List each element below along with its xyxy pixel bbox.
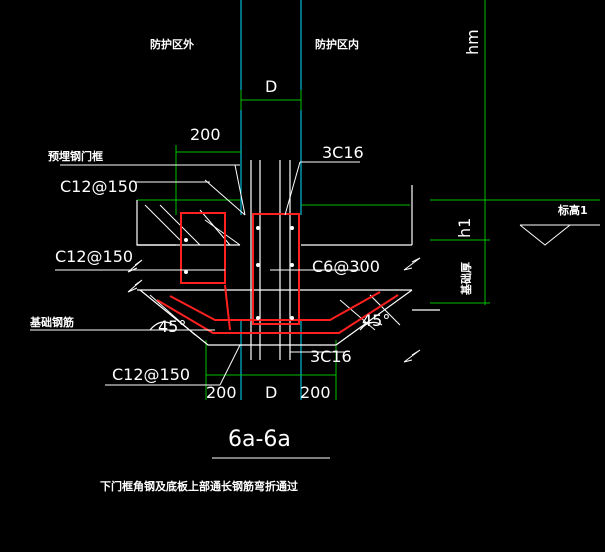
elevation-label: 标高1: [557, 203, 588, 217]
section-title: 6a-6a: [228, 427, 291, 452]
green-lines: [137, 0, 600, 400]
dim-d-bottom: D: [265, 383, 277, 402]
base-rebar-label: 基础钢筋: [29, 315, 74, 329]
elevation-symbol: [519, 224, 600, 246]
outer-zone-label: 防护区外: [150, 37, 194, 51]
angle-left: 45°: [158, 317, 186, 336]
rebar-3c16-bottom: 3C16: [310, 347, 352, 366]
leader-lines: [30, 161, 360, 386]
axis-lines: [240, 0, 302, 215]
inner-zone-label: 防护区内: [315, 37, 359, 51]
dim-200-br: 200: [300, 383, 331, 402]
concrete-outline: [136, 160, 440, 360]
rebar-c12-150-b: C12@150: [55, 247, 133, 266]
stirrup-label: C6@300: [312, 257, 380, 276]
note-text: 下门框角钢及底板上部通长钢筋弯折通过: [100, 479, 298, 493]
rebar-c12-150-a: C12@150: [60, 177, 138, 196]
dim-d-top: D: [265, 77, 277, 96]
dim-200-bl: 200: [206, 383, 237, 402]
rebar-dots: [184, 226, 294, 320]
depth-label: 基础厚: [459, 262, 473, 296]
angle-right: 45°: [362, 311, 390, 330]
rebar-red: [156, 212, 399, 334]
rebar-c12-150-c: C12@150: [112, 365, 190, 384]
dim-h1: h1: [455, 218, 474, 238]
embedded-frame-label: 预埋钢门框: [48, 149, 103, 163]
dim-hm: hm: [463, 29, 482, 55]
dim-200-top: 200: [190, 125, 221, 144]
rebar-3c16-top: 3C16: [322, 143, 364, 162]
